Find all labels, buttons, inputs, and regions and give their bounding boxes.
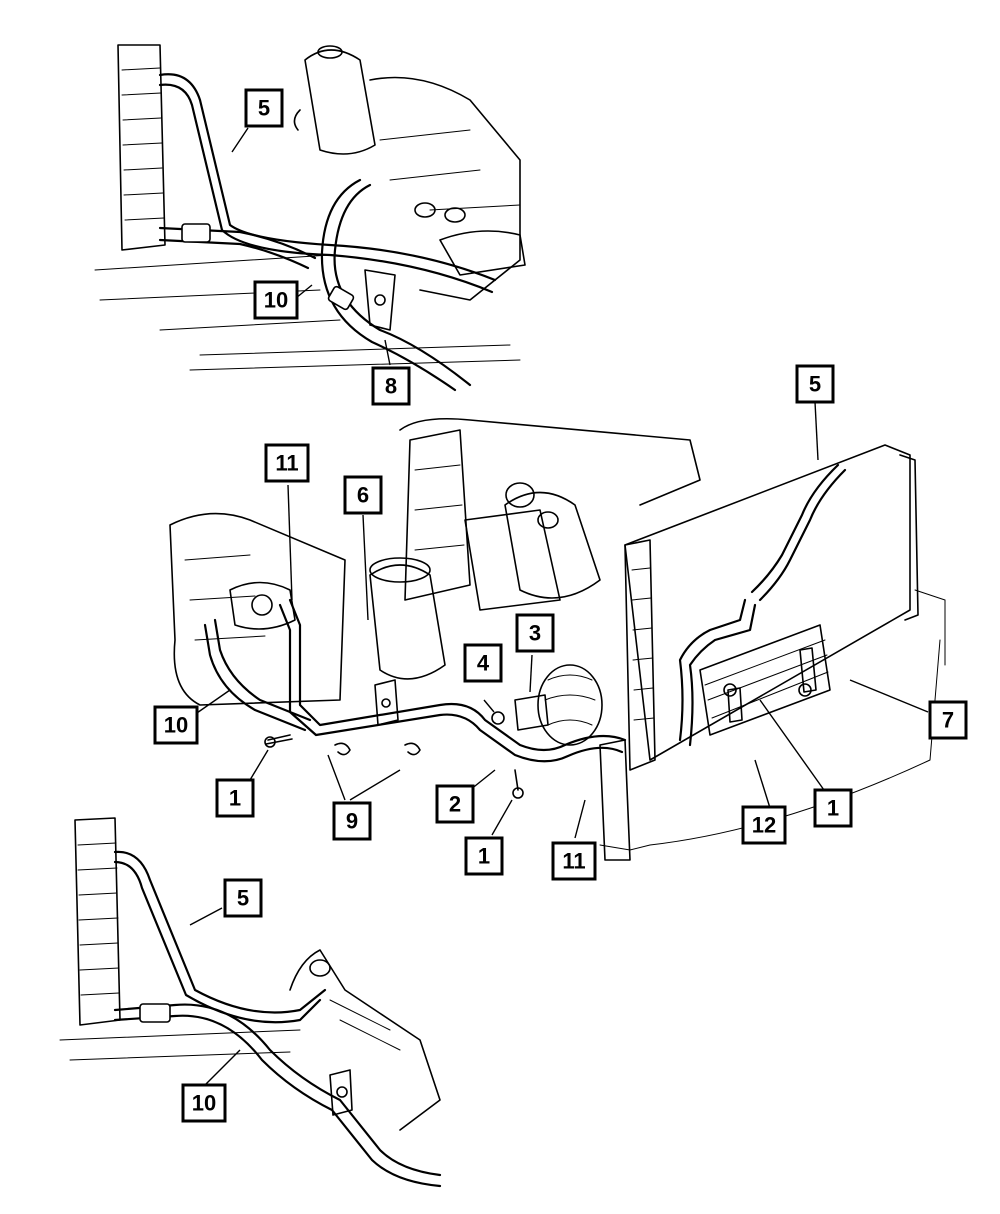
callout-label: 9 <box>346 809 358 834</box>
callout-label: 7 <box>942 708 954 733</box>
callout-label: 3 <box>529 621 541 646</box>
callout-label: 1 <box>229 786 241 811</box>
callout-label: 4 <box>477 651 490 676</box>
callout-label: 1 <box>827 796 839 821</box>
main-assembly-view <box>169 417 946 861</box>
callout-mid-10: 10 <box>153 705 199 745</box>
callout-label: 12 <box>752 813 776 838</box>
callout-top-8: 8 <box>371 366 411 406</box>
callout-mid-12: 12 <box>741 805 787 845</box>
callout-top-5: 5 <box>244 88 284 128</box>
callout-label: 5 <box>237 886 249 911</box>
callout-mid-11a: 11 <box>264 443 310 483</box>
callout-mid-4: 4 <box>463 643 503 683</box>
callout-label: 10 <box>164 713 188 738</box>
callout-label: 5 <box>258 96 270 121</box>
callout-mid-11b: 11 <box>551 841 597 881</box>
leader-lines <box>189 127 929 1086</box>
callout-label: 10 <box>192 1091 216 1116</box>
callout-mid-9: 9 <box>332 801 372 841</box>
callout-mid-5: 5 <box>795 364 835 404</box>
callout-mid-7: 7 <box>928 700 968 740</box>
callout-label: 11 <box>562 849 585 874</box>
callout-label: 8 <box>385 374 397 399</box>
callout-label: 2 <box>449 792 461 817</box>
callout-bot-5: 5 <box>223 878 263 918</box>
callout-label: 10 <box>264 288 288 313</box>
callout-label: 11 <box>275 451 298 476</box>
callout-mid-1c: 1 <box>813 788 853 828</box>
callout-label: 5 <box>809 372 821 397</box>
callout-mid-2: 2 <box>435 784 475 824</box>
top-inset-view <box>94 44 526 392</box>
callout-mid-1a: 1 <box>215 778 255 818</box>
callout-top-10: 10 <box>253 280 299 320</box>
callout-mid-1b: 1 <box>464 836 504 876</box>
callout-mid-3: 3 <box>515 613 555 653</box>
callout-label: 1 <box>478 844 490 869</box>
bottom-inset-view <box>59 817 442 1188</box>
callout-label: 6 <box>357 483 369 508</box>
callout-mid-6: 6 <box>343 475 383 515</box>
callout-bot-10: 10 <box>181 1083 227 1123</box>
